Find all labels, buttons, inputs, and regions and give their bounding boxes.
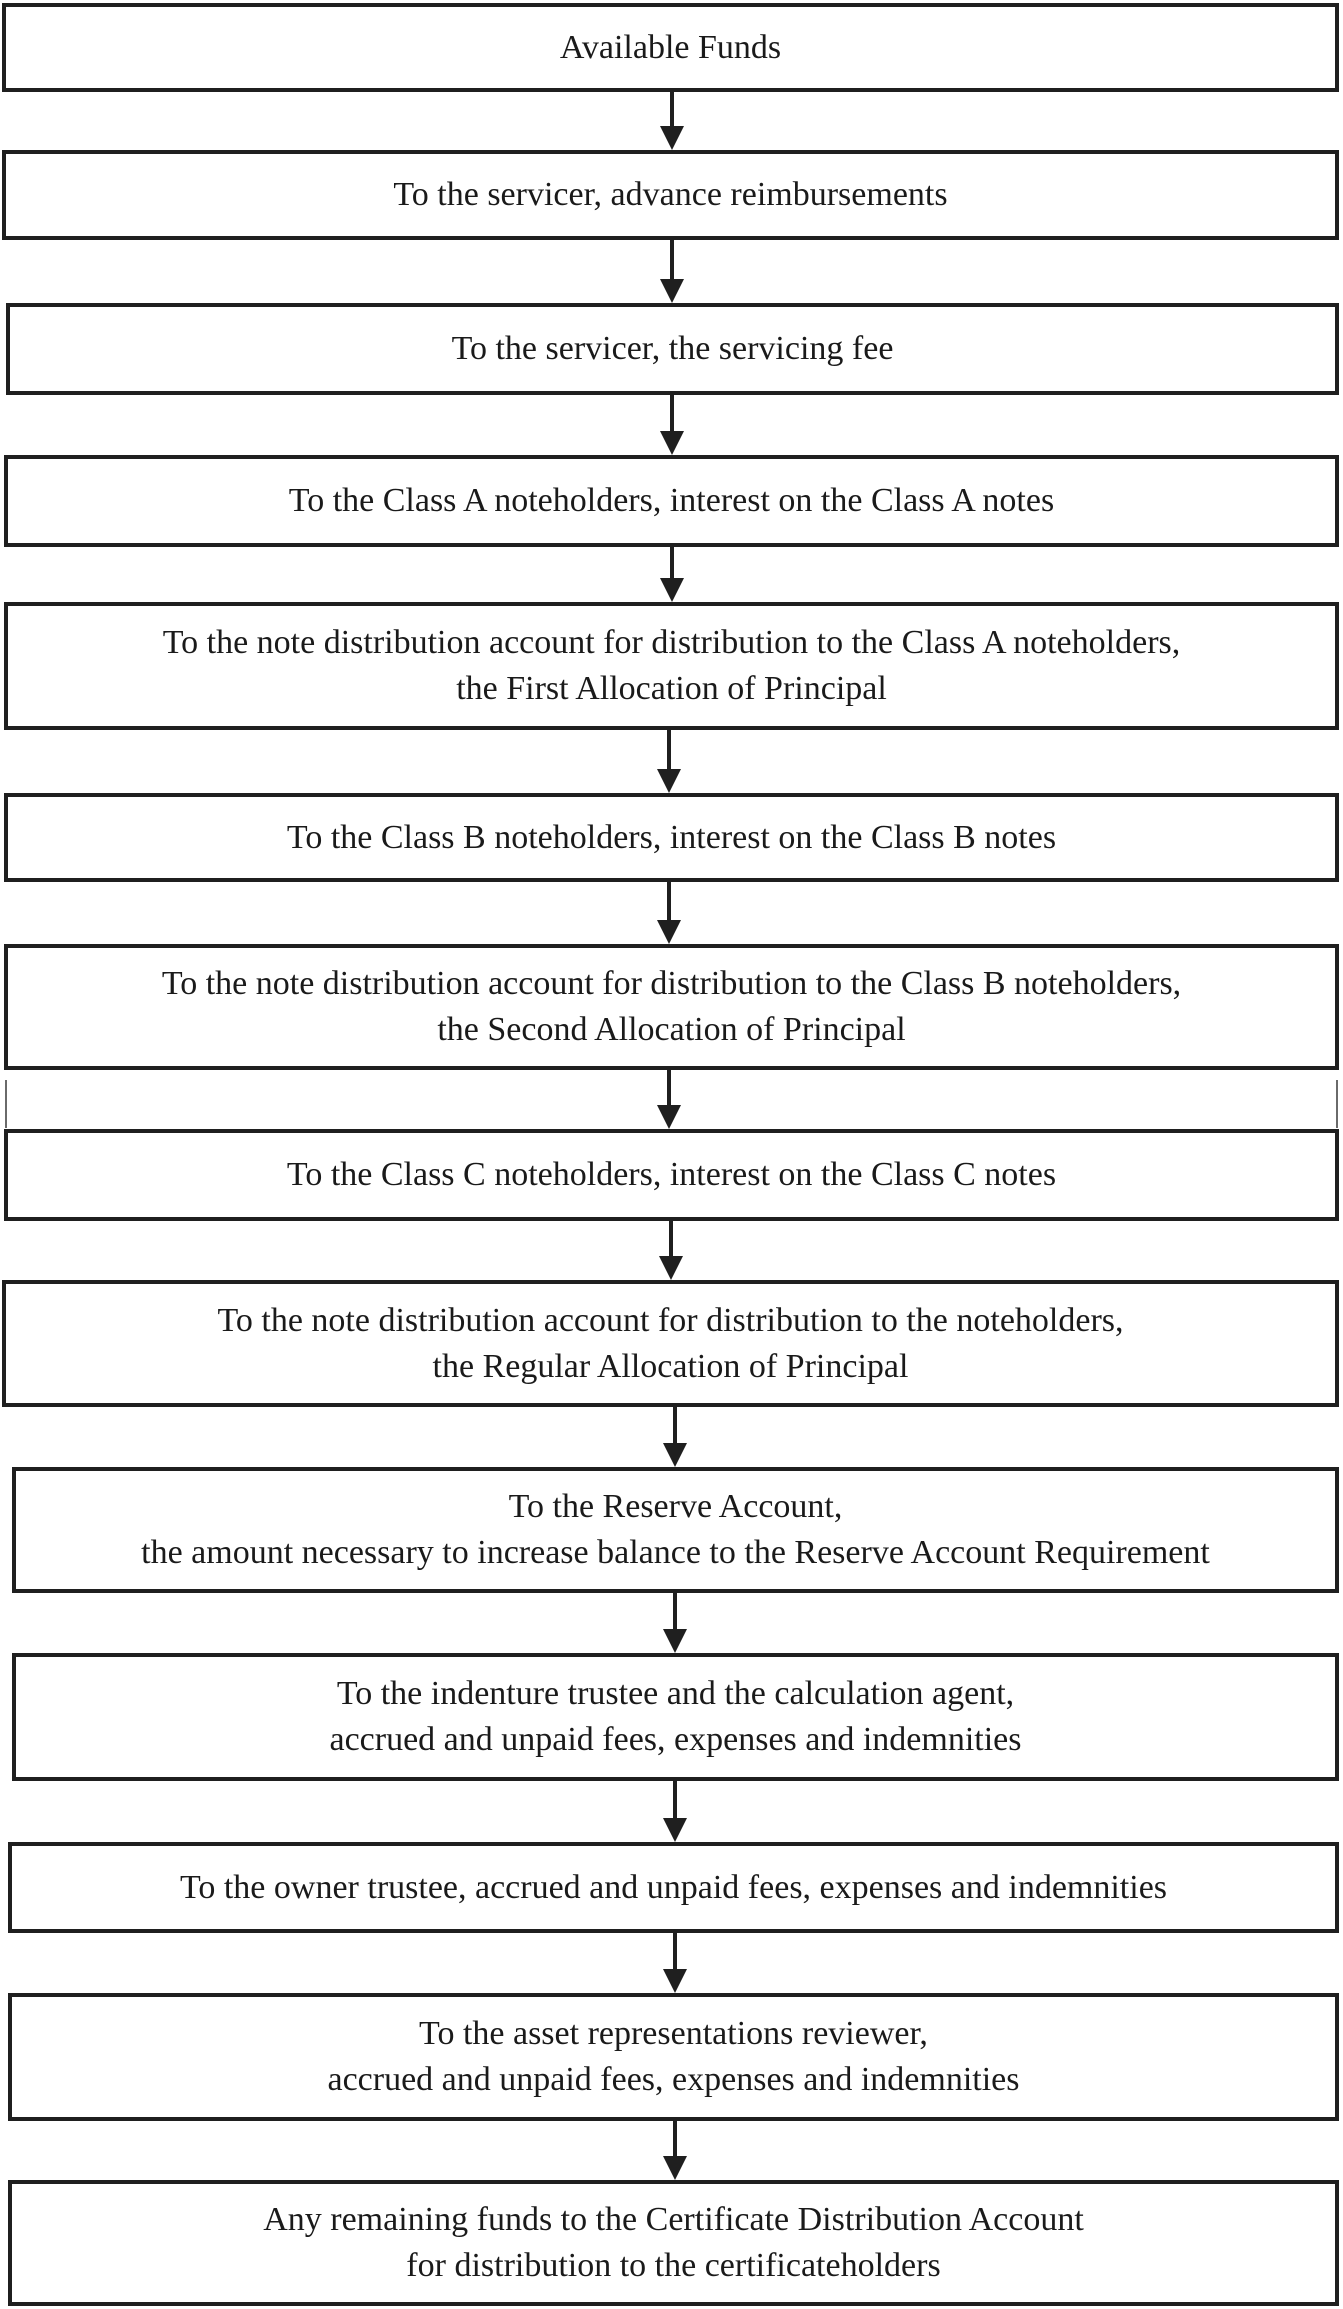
arrow-down-icon <box>663 1443 687 1467</box>
step-owner-trustee-fees: To the owner trustee, accrued and unpaid… <box>8 1842 1339 1933</box>
flow-arrow <box>663 1407 687 1467</box>
step-indenture-trustee-fees: To the indenture trustee and the calcula… <box>12 1653 1339 1781</box>
flow-arrow <box>660 240 684 303</box>
step-label-line-1: To the note distribution account for dis… <box>162 624 1181 661</box>
step-label: To the servicer, advance reimbursements <box>393 176 948 213</box>
edge-tick-right <box>1336 1080 1338 1128</box>
step-label-line-2: the Regular Allocation of Principal <box>432 1347 909 1385</box>
arrow-down-icon <box>660 431 684 455</box>
arrow-down-icon <box>657 1105 681 1129</box>
step-label-line-2: the amount necessary to increase balance… <box>141 1534 1210 1571</box>
flow-arrow <box>663 1933 687 1993</box>
step-label: To the Class B noteholders, interest on … <box>286 818 1057 856</box>
flow-arrow <box>659 1221 683 1280</box>
flow-arrow <box>663 1781 687 1842</box>
arrow-down-icon <box>663 1818 687 1842</box>
step-label-line-2: the Second Allocation of Principal <box>437 1011 906 1048</box>
step-label-line-1: Any remaining funds to the Certificate D… <box>263 2201 1084 2238</box>
flow-arrow <box>660 547 684 602</box>
step-label-line-1: To the Reserve Account, <box>508 1488 843 1525</box>
step-label: To the owner trustee, accrued and unpaid… <box>179 1868 1168 1906</box>
flow-arrow <box>657 882 681 944</box>
arrow-down-icon <box>663 1629 687 1653</box>
step-label: Available Funds <box>559 28 782 66</box>
step-label: To the servicer, the servicing fee <box>451 330 894 367</box>
edge-tick-left <box>5 1080 7 1128</box>
arrow-down-icon <box>657 769 681 793</box>
step-certificate-distribution-account: Any remaining funds to the Certificate D… <box>8 2180 1339 2306</box>
step-label-line-1: To the asset representations reviewer, <box>419 2015 928 2052</box>
step-label-line-1: To the indenture trustee and the calcula… <box>336 1675 1015 1712</box>
step-reserve-account: To the Reserve Account, the amount neces… <box>12 1467 1339 1593</box>
flow-arrow <box>657 1070 681 1129</box>
step-label: To the Class C noteholders, interest on … <box>286 1156 1057 1193</box>
flow-arrow <box>660 395 684 455</box>
step-class-c-interest: To the Class C noteholders, interest on … <box>4 1129 1339 1221</box>
arrow-down-icon <box>663 1969 687 1993</box>
flow-arrow <box>663 2121 687 2180</box>
step-asset-representations-reviewer-fees: To the asset representations reviewer, a… <box>8 1993 1339 2121</box>
arrow-down-icon <box>660 279 684 303</box>
flow-arrow <box>663 1593 687 1653</box>
flow-arrow <box>660 92 684 150</box>
step-label-line-2: the First Allocation of Principal <box>456 670 887 707</box>
step-label-line-2: accrued and unpaid fees, expenses and in… <box>329 1721 1022 1758</box>
step-servicer-advance-reimbursements: To the servicer, advance reimbursements <box>2 150 1339 240</box>
arrow-down-icon <box>659 1256 683 1280</box>
flow-arrow <box>657 730 681 793</box>
step-label-line-2: for distribution to the certificateholde… <box>406 2247 941 2284</box>
step-label-line-1: To the note distribution account for dis… <box>217 1301 1124 1339</box>
step-class-a-interest: To the Class A noteholders, interest on … <box>4 455 1339 547</box>
step-servicing-fee: To the servicer, the servicing fee <box>6 303 1339 395</box>
step-available-funds: Available Funds <box>2 3 1339 92</box>
step-class-b-interest: To the Class B noteholders, interest on … <box>4 793 1339 882</box>
step-label-line-1: To the note distribution account for dis… <box>161 965 1182 1002</box>
step-second-allocation-of-principal: To the note distribution account for dis… <box>4 944 1339 1070</box>
arrow-down-icon <box>660 578 684 602</box>
step-first-allocation-of-principal: To the note distribution account for dis… <box>4 602 1339 730</box>
step-label-line-2: accrued and unpaid fees, expenses and in… <box>327 2061 1020 2098</box>
arrow-down-icon <box>657 920 681 944</box>
arrow-down-icon <box>660 126 684 150</box>
step-label: To the Class A noteholders, interest on … <box>288 482 1055 519</box>
step-regular-allocation-of-principal: To the note distribution account for dis… <box>2 1280 1339 1407</box>
arrow-down-icon <box>663 2156 687 2180</box>
